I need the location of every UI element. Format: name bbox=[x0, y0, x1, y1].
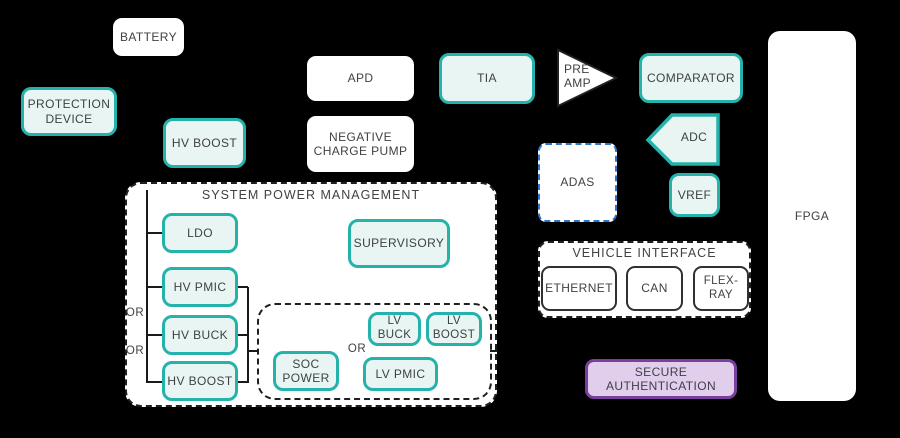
node-hv-boost: HV BOOST bbox=[162, 361, 238, 401]
node-vref: VREF bbox=[669, 173, 720, 217]
node-secure-authentication: SECURE AUTHENTICATION bbox=[585, 359, 737, 399]
connector-rail-right bbox=[247, 287, 249, 383]
connector-stub-hv-boost-right bbox=[237, 381, 248, 383]
node-tia: TIA bbox=[439, 53, 535, 104]
node-hv-boost-top: HV BOOST bbox=[163, 118, 246, 168]
node-supervisory: SUPERVISORY bbox=[348, 219, 450, 268]
system-power-management-title: SYSTEM POWER MANAGEMENT bbox=[201, 188, 421, 202]
or-label-2: OR bbox=[125, 345, 145, 357]
connector-stub-hv-buck-left bbox=[146, 334, 163, 336]
connector-stub-lv-group-out bbox=[490, 350, 498, 352]
node-ldo: LDO bbox=[162, 213, 238, 253]
node-hv-pmic: HV PMIC bbox=[162, 267, 238, 307]
connector-stub-hv-buck-right bbox=[237, 334, 248, 336]
connector-stub-hv-boost-left bbox=[146, 381, 163, 383]
connector-stub-to-lv-group bbox=[248, 350, 259, 352]
node-lv-buck: LV BUCK bbox=[368, 312, 421, 346]
node-can: CAN bbox=[626, 266, 683, 311]
node-adc: ADC bbox=[680, 130, 708, 144]
adc-pentagon-shape bbox=[645, 113, 720, 166]
node-lv-boost: LV BOOST bbox=[426, 312, 482, 346]
connector-stub-hv-pmic-right bbox=[237, 286, 248, 288]
node-battery: BATTERY bbox=[113, 18, 184, 56]
connector-stub-hv-pmic-left bbox=[146, 286, 163, 288]
node-flex-ray: FLEX- RAY bbox=[693, 266, 749, 311]
node-ethernet: ETHERNET bbox=[541, 266, 617, 311]
node-comparator: COMPARATOR bbox=[639, 53, 743, 103]
or-label-3: OR bbox=[347, 343, 367, 355]
node-apd: APD bbox=[307, 56, 414, 101]
node-soc-power: SOC POWER bbox=[273, 351, 339, 391]
node-lv-pmic: LV PMIC bbox=[363, 357, 438, 391]
node-pre-amp: PRE AMP bbox=[564, 62, 591, 90]
node-protection-device: PROTECTION DEVICE bbox=[21, 87, 117, 136]
vehicle-interface-title: VEHICLE INTERFACE bbox=[572, 246, 717, 260]
node-hv-buck: HV BUCK bbox=[162, 315, 238, 355]
node-negative-charge-pump: NEGATIVE CHARGE PUMP bbox=[307, 116, 414, 172]
pre-amp-triangle-shape bbox=[557, 48, 619, 108]
or-label-1: OR bbox=[125, 307, 145, 319]
node-fpga: FPGA bbox=[768, 31, 856, 401]
connector-stub-ldo bbox=[146, 232, 163, 234]
node-adas: ADAS bbox=[538, 143, 617, 222]
